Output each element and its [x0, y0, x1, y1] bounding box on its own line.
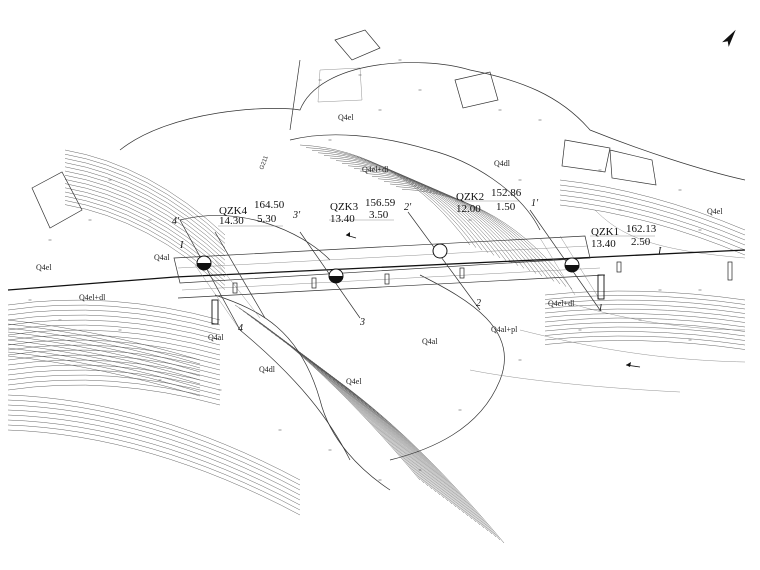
borehole-qzk4-label: QZK4 164.50 14.30 5.30	[219, 199, 285, 227]
borehole-qzk3-label: QZK3 156.59 13.40 3.50	[330, 197, 396, 225]
section-2-end: 2	[476, 298, 481, 309]
borehole-qzk1-symbol[interactable]	[564, 257, 580, 273]
borehole-elevation: 156.59	[365, 197, 396, 209]
geology-label: Q4el	[36, 263, 52, 272]
borehole-depth-a: 12.00	[456, 203, 481, 215]
geology-label: Q4al	[422, 337, 438, 346]
geology-label: Q4dl	[494, 159, 511, 168]
borehole-elevation: 152.86	[491, 187, 522, 199]
borehole-elevation: 162.13	[626, 223, 657, 235]
borehole-qzk4-symbol[interactable]	[196, 255, 212, 271]
geology-label: Q4el+dl	[79, 293, 106, 302]
label-leaders	[218, 200, 655, 237]
geology-label: Q4el+dl	[548, 299, 575, 308]
road-label: G211	[259, 155, 270, 171]
borehole-qzk2-symbol[interactable]	[432, 243, 448, 259]
geology-label: Q4dl	[259, 365, 276, 374]
contour-lines	[7, 144, 746, 544]
borehole-name: QZK4	[219, 205, 248, 217]
section-1-end: 1	[598, 303, 603, 314]
borehole-elevation: 164.50	[254, 199, 285, 211]
geology-label: Q4al	[154, 253, 170, 262]
section-markers: 1' 1 2' 2 3' 3 4' 4 I I	[172, 198, 662, 334]
section-3-end: 3	[359, 317, 365, 328]
borehole-qzk2-label: QZK2 152.86 12.00 1.50	[456, 187, 522, 215]
section-2-start: 2'	[404, 202, 412, 213]
borehole-name: QZK2	[456, 191, 484, 203]
geology-label: Q4al	[208, 333, 224, 342]
borehole-qzk1-label: QZK1 162.13 13.40 2.50	[591, 223, 657, 250]
section-4-start: 4'	[172, 216, 180, 227]
building-outlines	[31, 29, 657, 229]
river-centerline	[7, 249, 746, 291]
borehole-depth-a: 13.40	[591, 238, 616, 250]
borehole-qzk3-symbol[interactable]	[328, 268, 344, 284]
geology-label: Q4al+pl	[491, 325, 518, 334]
pier-marks	[232, 261, 733, 294]
geology-label: Q4el	[346, 377, 362, 386]
borehole-name: QZK1	[591, 226, 619, 238]
borehole-depth-a: 13.40	[330, 213, 355, 225]
borehole-depth-b: 1.50	[496, 201, 516, 213]
borehole-depth-a: 14.30	[219, 215, 244, 227]
section-lines	[179, 209, 601, 331]
borehole-depth-b: 5.30	[257, 213, 277, 225]
geology-label: Q4el	[707, 207, 723, 216]
section-1-start: 1'	[531, 198, 539, 209]
axis-mark-right: I	[657, 246, 662, 257]
borehole-depth-b: 3.50	[369, 209, 389, 221]
bridge-deck	[173, 235, 606, 331]
spot-height-markers	[28, 59, 702, 481]
section-4-end: 4	[238, 323, 243, 334]
geology-label: Q4el+dl	[362, 165, 389, 174]
geology-label: Q4el	[338, 113, 354, 122]
geology-labels: Q4el Q4al Q4el+dl Q4el Q4dl Q4el Q4al Q4…	[36, 113, 723, 386]
flow-direction-arrow-icon	[345, 232, 641, 368]
axis-mark-left: I	[179, 240, 184, 251]
terrain-boundaries	[119, 59, 746, 491]
borehole-name: QZK3	[330, 201, 359, 213]
section-3-start: 3'	[292, 210, 301, 221]
north-arrow-icon	[722, 29, 736, 47]
borehole-depth-b: 2.50	[631, 236, 651, 248]
borehole-symbols	[196, 243, 580, 284]
